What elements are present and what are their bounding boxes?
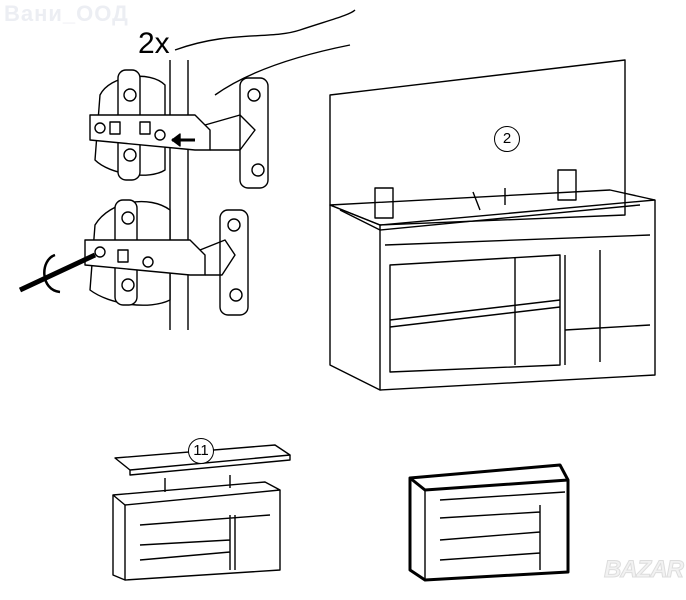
cabinet-finished: [408, 463, 570, 582]
hinge-detail-bottom: [18, 199, 249, 316]
step-number-11: 11: [188, 438, 214, 464]
callout-line: [214, 44, 351, 96]
watermark-text: Вани_ООД: [4, 1, 129, 26]
cabinet-cushion-assembly: [112, 444, 291, 581]
step-number-2: 2: [494, 126, 520, 152]
bazar-watermark: BAZAR: [604, 556, 685, 584]
hinge-detail-top: [89, 60, 269, 330]
callout-line: [174, 9, 356, 51]
quantity-label: 2x: [138, 27, 170, 60]
rotate-arrow-icon: [43, 253, 61, 294]
cabinet-open-lid: [329, 59, 656, 391]
